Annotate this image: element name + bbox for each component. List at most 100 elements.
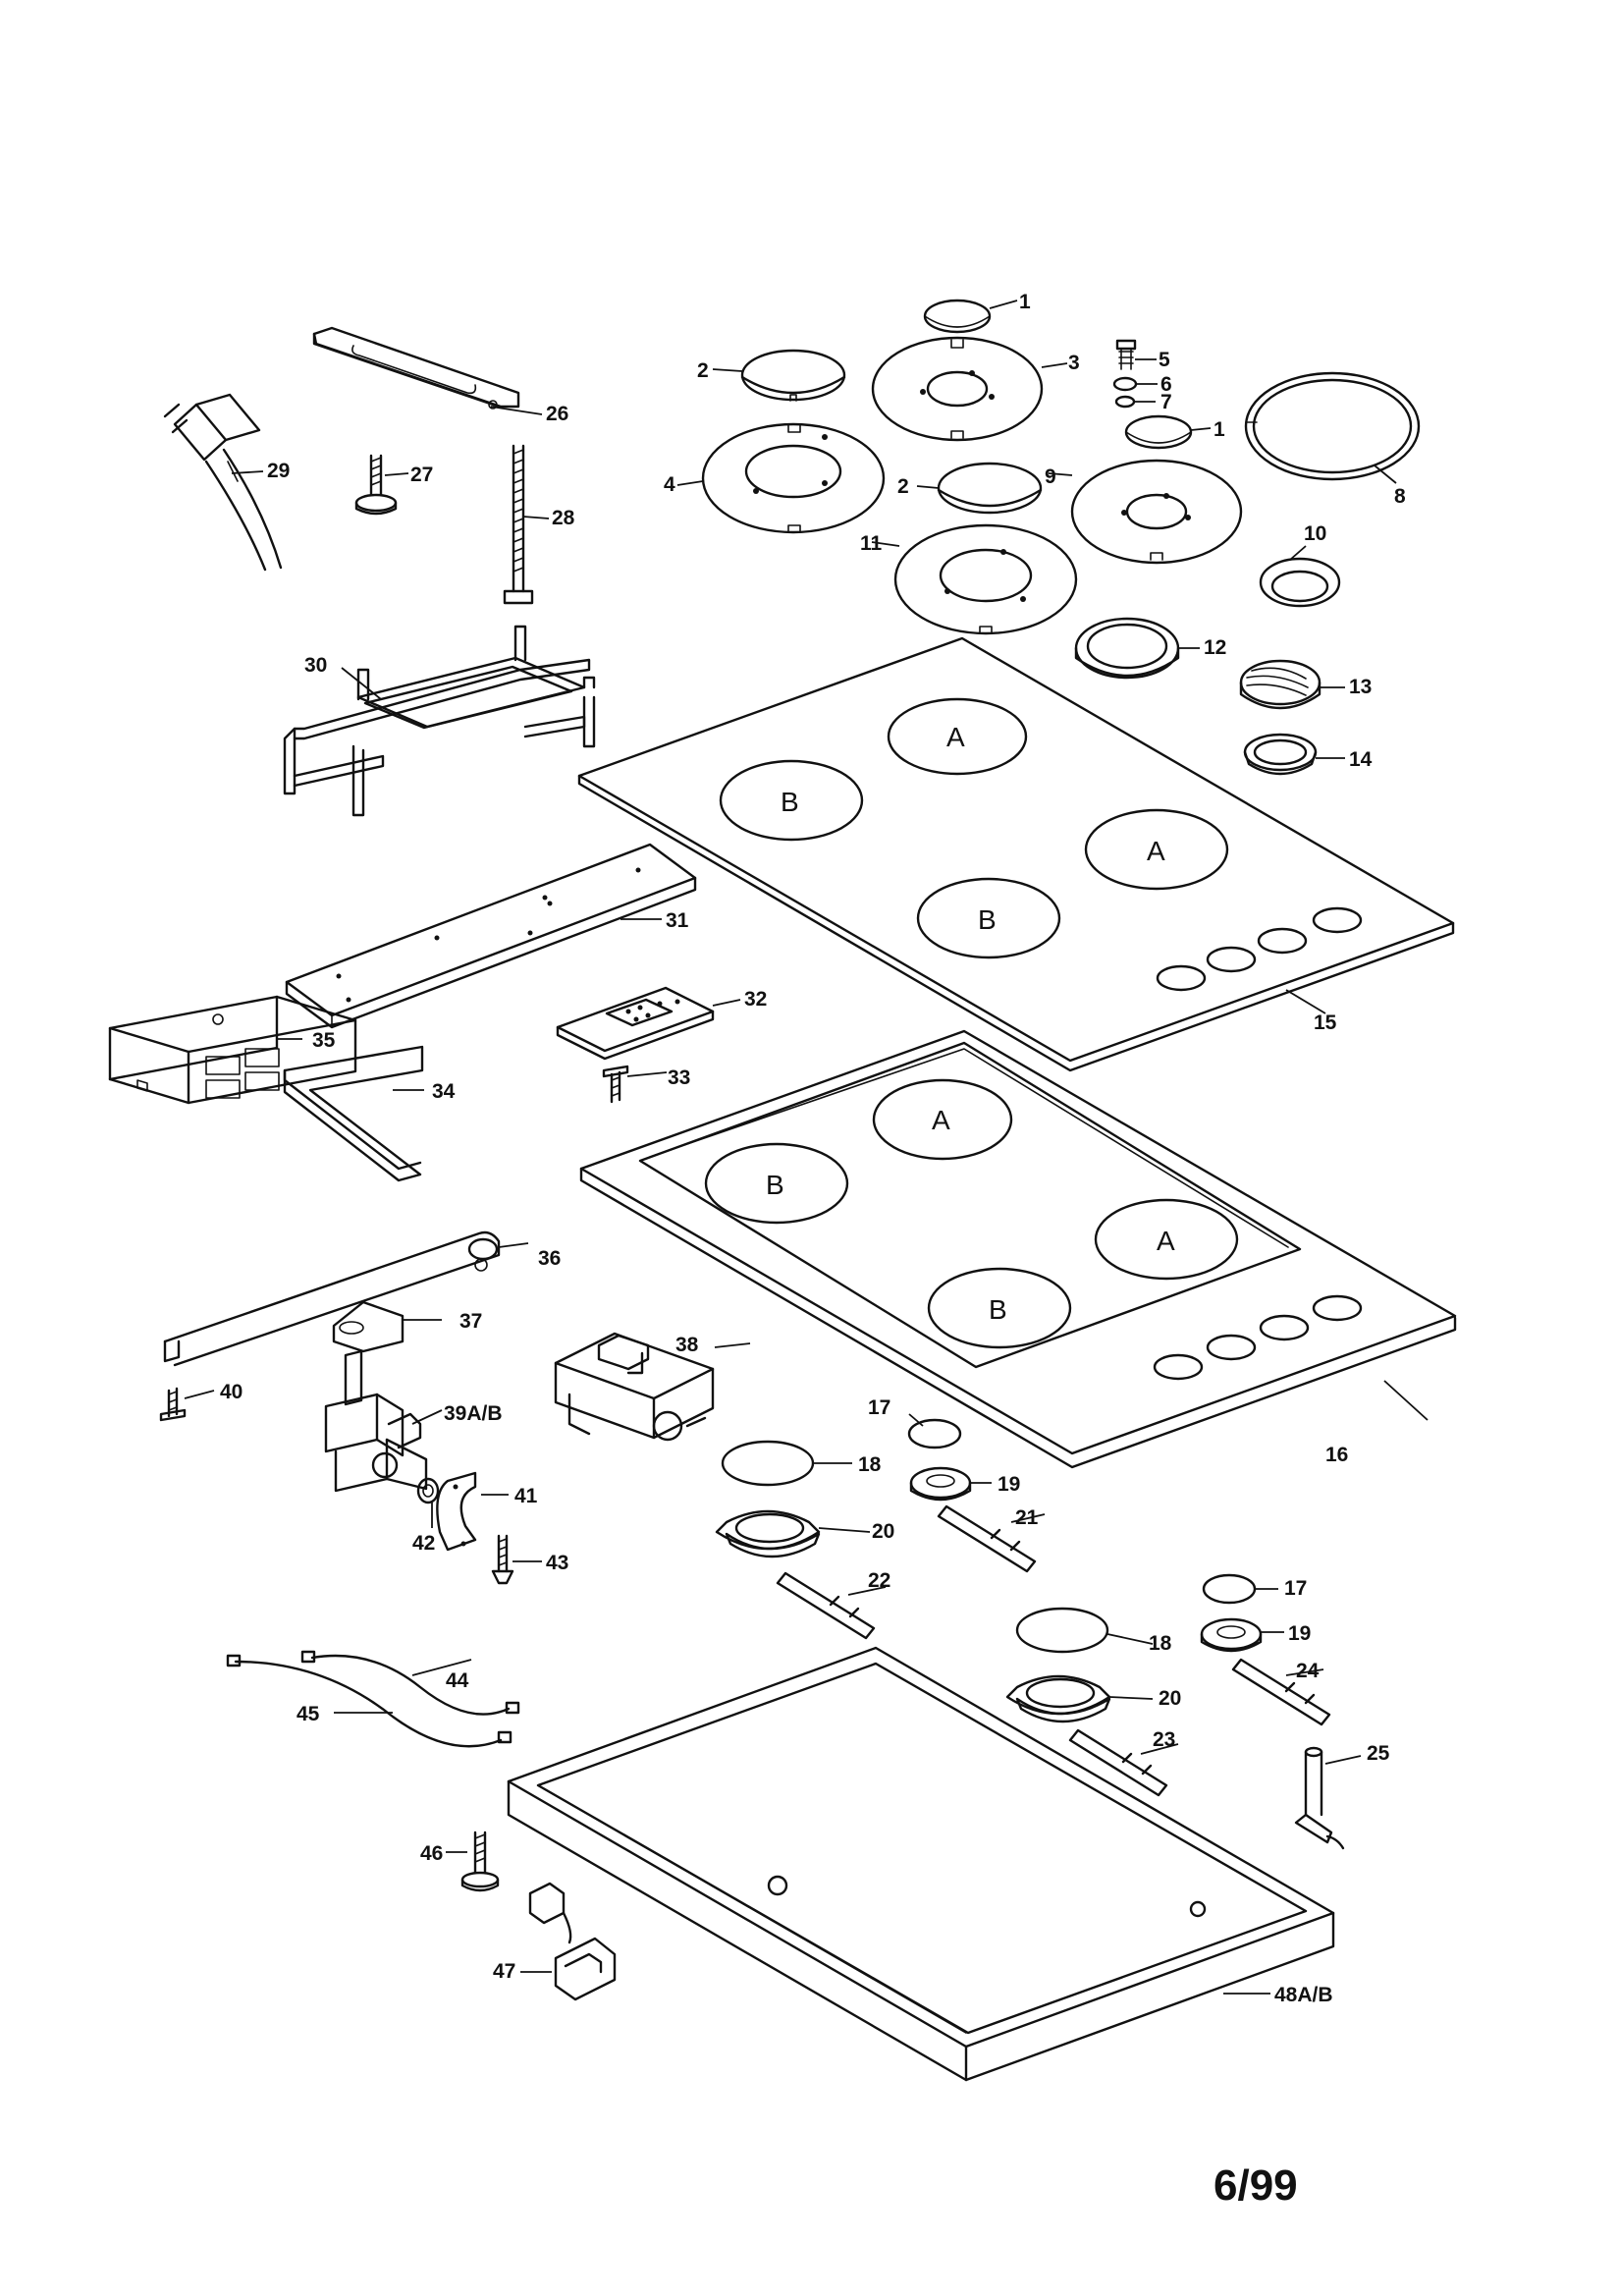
callout-13: 13 (1349, 676, 1372, 698)
hole-label-A: A (932, 1105, 950, 1135)
part-38-pressure-regulator (554, 1332, 715, 1442)
callout-35: 35 (312, 1029, 336, 1052)
callout-4: 4 (664, 473, 675, 496)
part-28-threaded-rod (503, 444, 534, 605)
part-4-burner-ring (701, 422, 886, 534)
callout-labels: 1 2 3 4 5 6 7 1 8 2 9 10 11 12 13 14 15 … (220, 291, 1406, 2006)
callout-20: 20 (872, 1520, 894, 1543)
callout-28: 28 (552, 507, 575, 529)
part-19-burner-head (909, 1466, 972, 1502)
leader-lines (184, 300, 1429, 1995)
part-44-wire-harness (300, 1650, 520, 1716)
callout-30: 30 (304, 654, 327, 677)
callout-29: 29 (267, 460, 290, 482)
callout-9: 9 (1045, 465, 1056, 488)
part-36-gas-manifold (163, 1230, 501, 1367)
callout-17: 17 (868, 1396, 890, 1419)
part-27-screw (354, 454, 398, 516)
callout-19: 19 (1288, 1622, 1311, 1645)
callout-43: 43 (546, 1552, 568, 1574)
callout-32: 32 (744, 988, 767, 1011)
hole-label-B: B (781, 787, 799, 817)
callout-7: 7 (1160, 391, 1172, 413)
callout-14: 14 (1349, 748, 1373, 771)
callout-10: 10 (1304, 522, 1326, 545)
callout-2: 2 (697, 359, 709, 382)
callout-18: 18 (858, 1453, 882, 1476)
hole-label-B: B (978, 904, 997, 935)
part-20-burner-base (715, 1509, 821, 1558)
callout-34: 34 (432, 1080, 456, 1103)
part-21-burner-tube (937, 1504, 1037, 1573)
callout-21: 21 (1015, 1506, 1039, 1529)
callout-3: 3 (1068, 352, 1080, 374)
callout-19: 19 (998, 1473, 1020, 1496)
part-41-bracket (436, 1471, 477, 1552)
part-40-screw (159, 1387, 187, 1422)
hole-label-A: A (946, 722, 965, 752)
part-33-screw (602, 1065, 629, 1104)
callout-2: 2 (897, 475, 909, 498)
part-25-thermocouple (1294, 1746, 1345, 1850)
part-34-l-bracket (283, 1045, 424, 1182)
part-9-burner-base-disc (1070, 459, 1243, 565)
callout-6: 6 (1160, 373, 1172, 396)
callout-41: 41 (514, 1485, 538, 1507)
callout-37: 37 (459, 1310, 482, 1333)
callout-40: 40 (220, 1381, 243, 1403)
part-24-burner-tube (1231, 1658, 1331, 1726)
part-47-mounting-clip (528, 1882, 617, 2001)
part-35-control-module (108, 995, 357, 1105)
part-1-burner-cap-right (1124, 414, 1193, 450)
callout-31: 31 (666, 909, 689, 932)
callout-25: 25 (1367, 1742, 1390, 1765)
part-10-ring (1259, 557, 1341, 608)
part-13-control-knob (1239, 659, 1321, 710)
part-8-trim-ring (1244, 371, 1421, 481)
callout-5: 5 (1159, 349, 1170, 371)
hole-label-A: A (1157, 1226, 1175, 1256)
part-3-burner-base-disc (871, 336, 1044, 442)
part-14-knob-bezel (1243, 733, 1318, 776)
part-16-cooktop-base: A B A B (579, 1029, 1457, 1469)
part-31-channel-bracket (285, 843, 697, 1029)
callout-36: 36 (538, 1247, 561, 1270)
part-30-burner-grate (283, 625, 596, 817)
callout-20: 20 (1159, 1687, 1181, 1710)
callout-24: 24 (1296, 1660, 1320, 1682)
part-19-burner-head-right (1200, 1617, 1263, 1653)
part-26-bracket (312, 326, 520, 410)
callout-48A/B: 48A/B (1274, 1984, 1333, 2006)
part-2-burner-cap (740, 349, 846, 402)
part-2-burner-cap-middle (937, 462, 1043, 515)
part-18-gasket (721, 1440, 815, 1487)
callout-17: 17 (1284, 1577, 1307, 1600)
part-45-wire-harness (226, 1654, 512, 1748)
part-7-washer (1114, 395, 1136, 409)
hole-label-A: A (1147, 836, 1165, 866)
callout-16: 16 (1325, 1444, 1348, 1466)
part-1-burner-cap (923, 299, 992, 334)
callout-1: 1 (1019, 291, 1031, 313)
part-17-o-ring-right (1202, 1573, 1257, 1605)
hole-label-B: B (989, 1294, 1007, 1325)
callout-42: 42 (412, 1532, 435, 1555)
callout-15: 15 (1314, 1011, 1337, 1034)
part-23-burner-tube (1068, 1728, 1168, 1797)
callout-11: 11 (860, 532, 883, 555)
callout-12: 12 (1204, 636, 1226, 659)
callout-1: 1 (1214, 418, 1225, 441)
callout-47: 47 (493, 1960, 515, 1983)
part-12-ring (1074, 617, 1180, 680)
callout-39A/B: 39A/B (444, 1402, 503, 1425)
part-22-burner-tube (776, 1571, 876, 1640)
callout-23: 23 (1153, 1728, 1175, 1751)
part-17-o-ring (907, 1418, 962, 1449)
part-11-burner-ring (893, 523, 1078, 635)
part-6-washer (1112, 376, 1138, 392)
part-37-clip (332, 1300, 404, 1353)
callout-45: 45 (297, 1703, 320, 1725)
part-42-orifice (416, 1477, 440, 1504)
part-39-gas-valve (324, 1349, 428, 1493)
